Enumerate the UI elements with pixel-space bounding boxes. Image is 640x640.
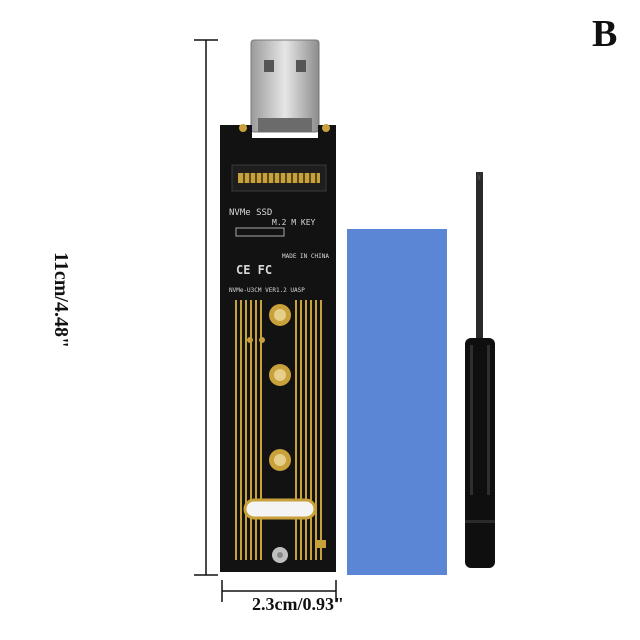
width-dimension-label: 2.3cm/0.93" <box>252 594 344 614</box>
board-cert-text: CE FC <box>236 263 272 277</box>
board-model-text: NVMe SSD <box>229 208 272 218</box>
pcb-board: NVMe SSD M.2 M KEY MADE IN CHINA CE FC N… <box>220 124 336 572</box>
board-version-text: NVMe-U3CM VER1.2 UASP <box>229 287 305 294</box>
thermal-pad <box>347 229 447 575</box>
board-origin-text: MADE IN CHINA <box>282 253 329 260</box>
board-key-text: M.2 M KEY <box>272 218 316 227</box>
variant-label: B <box>592 13 618 55</box>
usb-connector <box>250 39 320 133</box>
